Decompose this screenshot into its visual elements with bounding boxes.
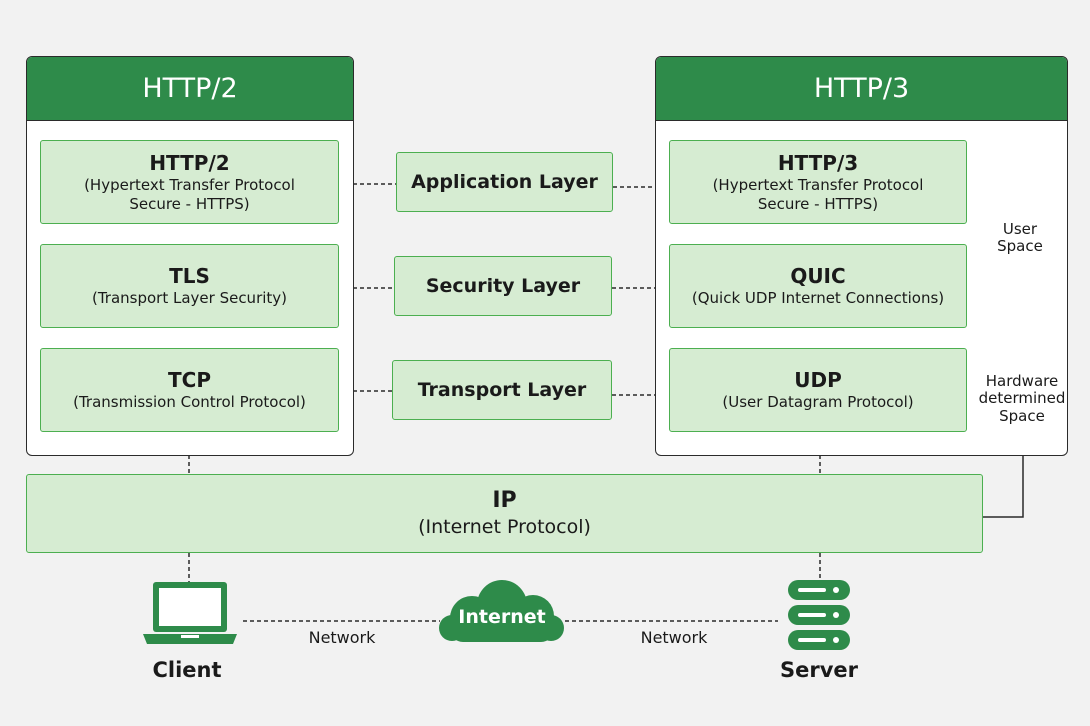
- http3-app-title: HTTP/3: [777, 150, 859, 175]
- http3-panel-title: HTTP/3: [656, 57, 1067, 121]
- security-layer-box: Security Layer: [394, 256, 612, 316]
- ip-title: IP: [492, 487, 517, 513]
- application-layer-label: Application Layer: [411, 170, 598, 193]
- udp-title: UDP: [794, 368, 842, 393]
- user-space-label: User Space: [997, 220, 1043, 256]
- tls-title: TLS: [169, 264, 210, 289]
- transport-layer-label: Transport Layer: [417, 378, 587, 401]
- udp-subtitle: (User Datagram Protocol): [722, 393, 914, 412]
- ip-box: IP (Internet Protocol): [26, 474, 983, 553]
- http2-app-title: HTTP/2: [149, 150, 230, 175]
- internet-label: Internet: [458, 606, 546, 628]
- tcp-subtitle: (Transmission Control Protocol): [73, 393, 306, 412]
- network-label-right: Network: [640, 628, 708, 647]
- transport-layer-box: Transport Layer: [392, 360, 612, 420]
- client-label: Client: [152, 658, 222, 682]
- http3-application-box: HTTP/3 (Hypertext Transfer Protocol Secu…: [669, 140, 967, 224]
- application-layer-box: Application Layer: [396, 152, 613, 212]
- quic-subtitle: (Quick UDP Internet Connections): [691, 289, 945, 308]
- tcp-title: TCP: [168, 368, 211, 393]
- http2-transport-box: TCP (Transmission Control Protocol): [40, 348, 339, 432]
- laptop-icon: [143, 582, 237, 644]
- hardware-space-label: Hardware determined Space: [978, 372, 1066, 425]
- security-layer-label: Security Layer: [425, 274, 581, 297]
- server-label: Server: [779, 658, 858, 682]
- ip-subtitle: (Internet Protocol): [418, 516, 591, 539]
- http3-app-subtitle: (Hypertext Transfer Protocol Secure - HT…: [712, 175, 924, 214]
- http2-application-box: HTTP/2 (Hypertext Transfer Protocol Secu…: [40, 140, 339, 224]
- http3-transport-box: UDP (User Datagram Protocol): [669, 348, 967, 432]
- http2-security-box: TLS (Transport Layer Security): [40, 244, 339, 328]
- server-icon: [788, 580, 850, 650]
- network-label-left: Network: [308, 628, 376, 647]
- http2-panel-title: HTTP/2: [27, 57, 353, 121]
- http2-app-subtitle: (Hypertext Transfer Protocol Secure - HT…: [84, 175, 295, 214]
- tls-subtitle: (Transport Layer Security): [91, 289, 288, 308]
- cloud-icon: [439, 580, 564, 642]
- http3-security-box: QUIC (Quick UDP Internet Connections): [669, 244, 967, 328]
- quic-title: QUIC: [790, 264, 846, 289]
